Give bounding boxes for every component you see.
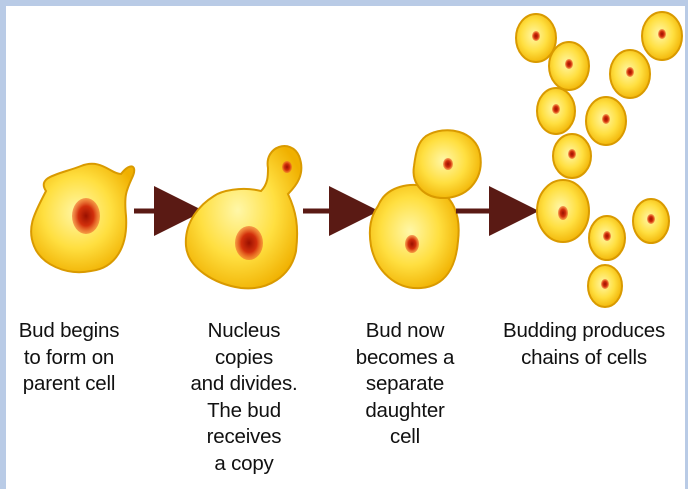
stage-2-caption: Nucleus copies and divides. The bud rece… bbox=[174, 318, 314, 477]
stage-2-dividing-cell bbox=[186, 146, 302, 288]
stage-3-caption: Bud now becomes a separate daughter cell bbox=[340, 318, 470, 451]
stage-1-caption: Bud begins to form on parent cell bbox=[4, 318, 134, 398]
chain-cell bbox=[588, 265, 622, 307]
nucleus-icon bbox=[405, 235, 419, 253]
budding-diagram: Bud begins to form on parent cell Nucleu… bbox=[6, 6, 685, 489]
chain-cell bbox=[537, 88, 575, 134]
chain-cell bbox=[633, 199, 669, 243]
chain-cell bbox=[553, 134, 591, 178]
nucleus-icon bbox=[72, 198, 100, 234]
stage-4-cell-chain bbox=[516, 12, 682, 307]
stage-1-parent-cell bbox=[31, 164, 134, 272]
chain-cell bbox=[537, 180, 589, 242]
nucleus-icon bbox=[235, 226, 263, 260]
chain-cell bbox=[549, 42, 589, 90]
chain-cell bbox=[589, 216, 625, 260]
bud-nucleus-icon bbox=[282, 161, 292, 173]
chain-cell bbox=[610, 50, 650, 98]
stage-4-caption: Budding produces chains of cells bbox=[484, 318, 684, 371]
nucleus-icon bbox=[443, 158, 453, 170]
chain-cell bbox=[516, 14, 556, 62]
chain-cell bbox=[642, 12, 682, 60]
chain-cell bbox=[586, 97, 626, 145]
